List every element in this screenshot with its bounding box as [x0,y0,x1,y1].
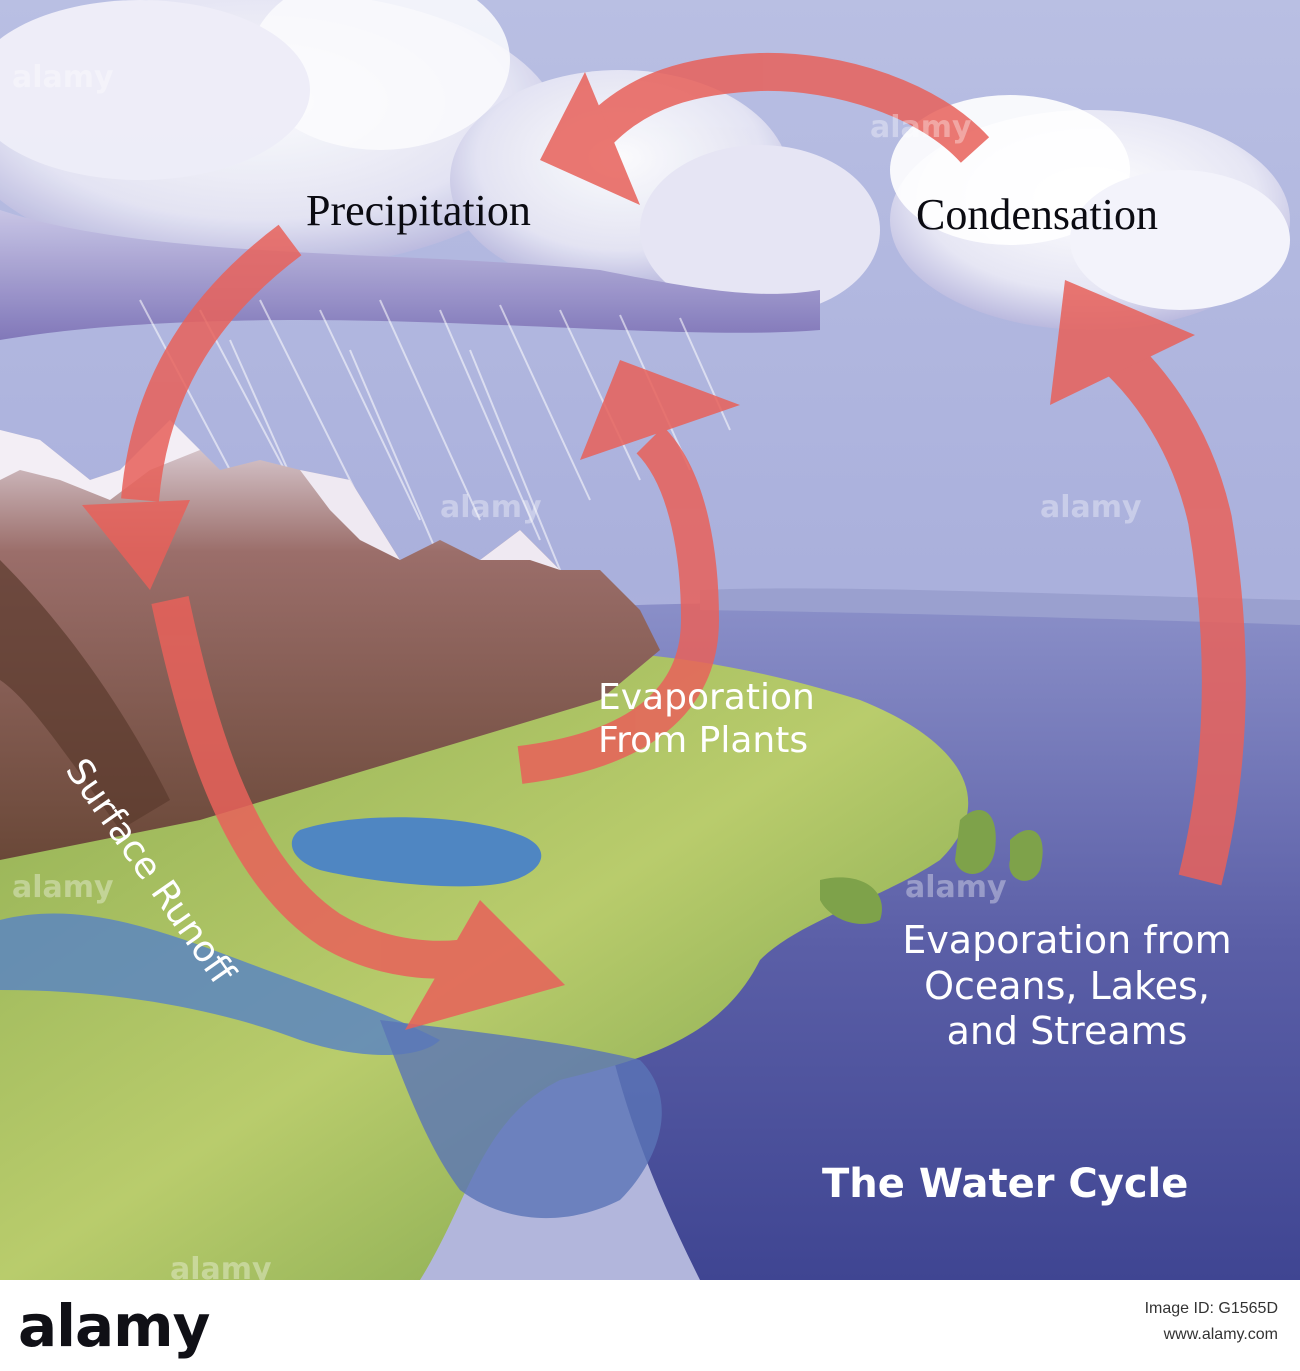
water-cycle-diagram: alamy alamy alamy alamy alamy alamy alam… [0,0,1300,1280]
islands [820,810,1043,924]
site-url: www.alamy.com [1163,1326,1278,1343]
arrow-surface-runoff [151,596,565,1030]
river [0,913,440,1055]
rain [139,299,731,571]
cycle-arrows [82,52,1246,1030]
arrow-precipitation-to-mountains [82,224,302,590]
watermark: alamy [12,60,114,95]
watermark: alamy [440,490,542,525]
watermark: alamy [170,1252,272,1280]
label-condensation: Condensation [916,190,1158,239]
arrow-condensation-to-precipitation [540,52,990,205]
image-id: Image ID: G1565D [1144,1300,1278,1317]
condensation-cloud [890,95,1290,330]
watermark: alamy [905,870,1007,905]
watermark: alamy [870,110,972,145]
label-precipitation: Precipitation [306,186,531,235]
lake [291,817,542,887]
landscape-illustration [0,0,1300,1280]
diagram-title: The Water Cycle [822,1161,1189,1207]
brand-logo: alamy [18,1292,210,1360]
watermark: alamy [1040,490,1142,525]
watermark: alamy [12,870,114,905]
label-evaporation-oceans: Evaporation from Oceans, Lakes, and Stre… [902,918,1232,1054]
stock-footer: alamy Image ID: G1565D www.alamy.com [0,1280,1300,1371]
arrow-evaporation-oceans [1050,280,1246,886]
label-evaporation-plants: Evaporation From Plants [598,677,815,762]
arrow-evaporation-plants [517,360,740,784]
